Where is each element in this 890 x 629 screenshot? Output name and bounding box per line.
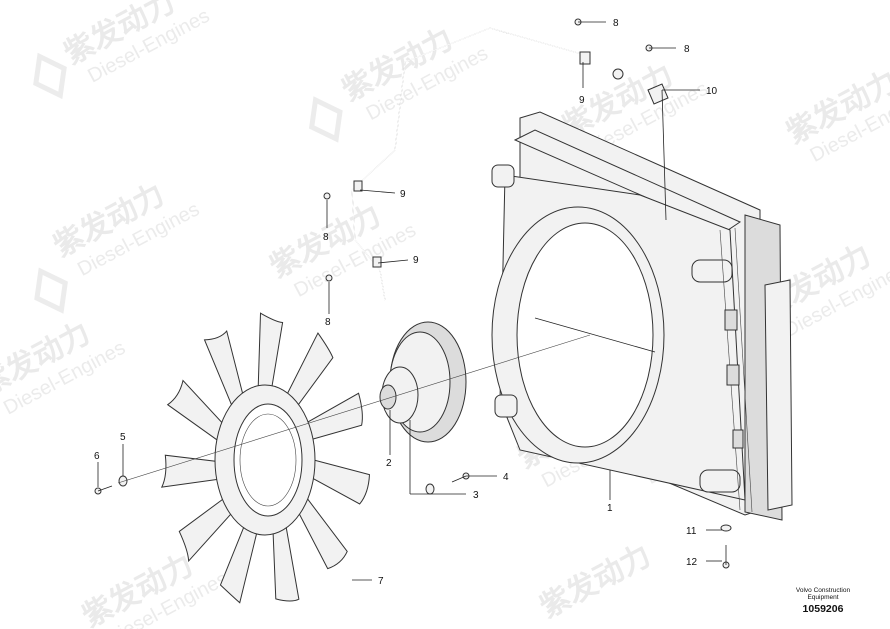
leader-lines xyxy=(97,21,722,581)
document-number: 1059206 xyxy=(802,603,844,615)
callout-7: 7 xyxy=(378,576,384,587)
callout-9: 9 xyxy=(579,95,585,106)
document-footer: Volvo Construction Equipment 1059206 xyxy=(788,587,858,615)
callout-10: 10 xyxy=(706,86,718,97)
callout-3: 3 xyxy=(473,490,479,501)
callout-8: 8 xyxy=(325,317,331,328)
radiator-assembly xyxy=(491,111,793,521)
callout-9: 9 xyxy=(400,189,406,200)
callout-2: 2 xyxy=(386,458,392,469)
watermark-brand: 紫发动力 xyxy=(534,538,656,625)
callout-1: 1 xyxy=(607,503,613,514)
callout-9: 9 xyxy=(413,255,419,266)
fan xyxy=(160,312,370,604)
callout-11: 11 xyxy=(686,526,697,537)
callout-8: 8 xyxy=(613,18,619,29)
callouts: 8 8 9 10 9 9 8 8 5 6 2 4 3 1 7 11 12 xyxy=(94,18,718,587)
callout-6: 6 xyxy=(94,451,100,462)
callout-5: 5 xyxy=(120,432,126,443)
source-label: Volvo Construction Equipment xyxy=(795,587,851,601)
fan-clutch xyxy=(379,321,467,443)
hardware xyxy=(94,18,732,569)
callout-4: 4 xyxy=(503,472,509,483)
callout-8: 8 xyxy=(323,232,329,243)
callout-8: 8 xyxy=(684,44,690,55)
callout-12: 12 xyxy=(686,557,698,568)
